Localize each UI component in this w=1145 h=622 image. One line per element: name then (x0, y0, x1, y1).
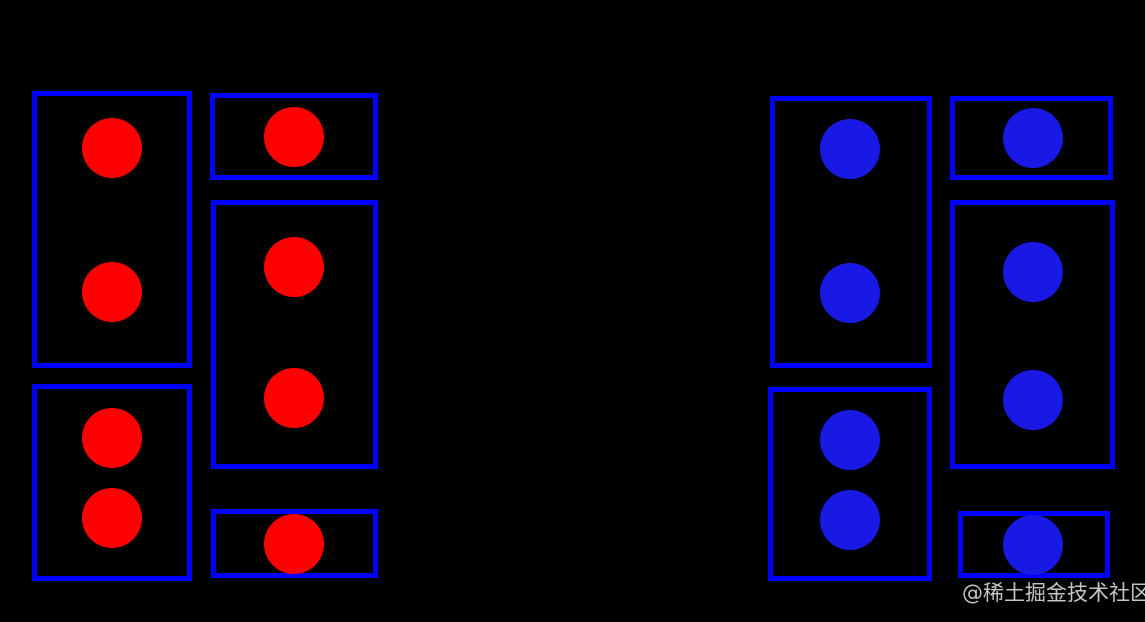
circle-marker[interactable] (264, 237, 324, 297)
circle-marker[interactable] (1003, 242, 1063, 302)
circle-marker[interactable] (820, 410, 880, 470)
circle-marker[interactable] (264, 514, 324, 574)
circle-marker[interactable] (820, 263, 880, 323)
circle-marker[interactable] (820, 490, 880, 550)
circle-marker[interactable] (82, 262, 142, 322)
circle-marker[interactable] (264, 107, 324, 167)
circle-marker[interactable] (82, 408, 142, 468)
circle-marker[interactable] (1003, 515, 1063, 575)
circle-marker[interactable] (82, 488, 142, 548)
circle-marker[interactable] (264, 368, 324, 428)
circle-marker[interactable] (820, 119, 880, 179)
circle-marker[interactable] (82, 118, 142, 178)
watermark-label: @稀土掘金技术社区 (962, 581, 1145, 605)
circle-marker[interactable] (1003, 370, 1063, 430)
circle-marker[interactable] (1003, 108, 1063, 168)
